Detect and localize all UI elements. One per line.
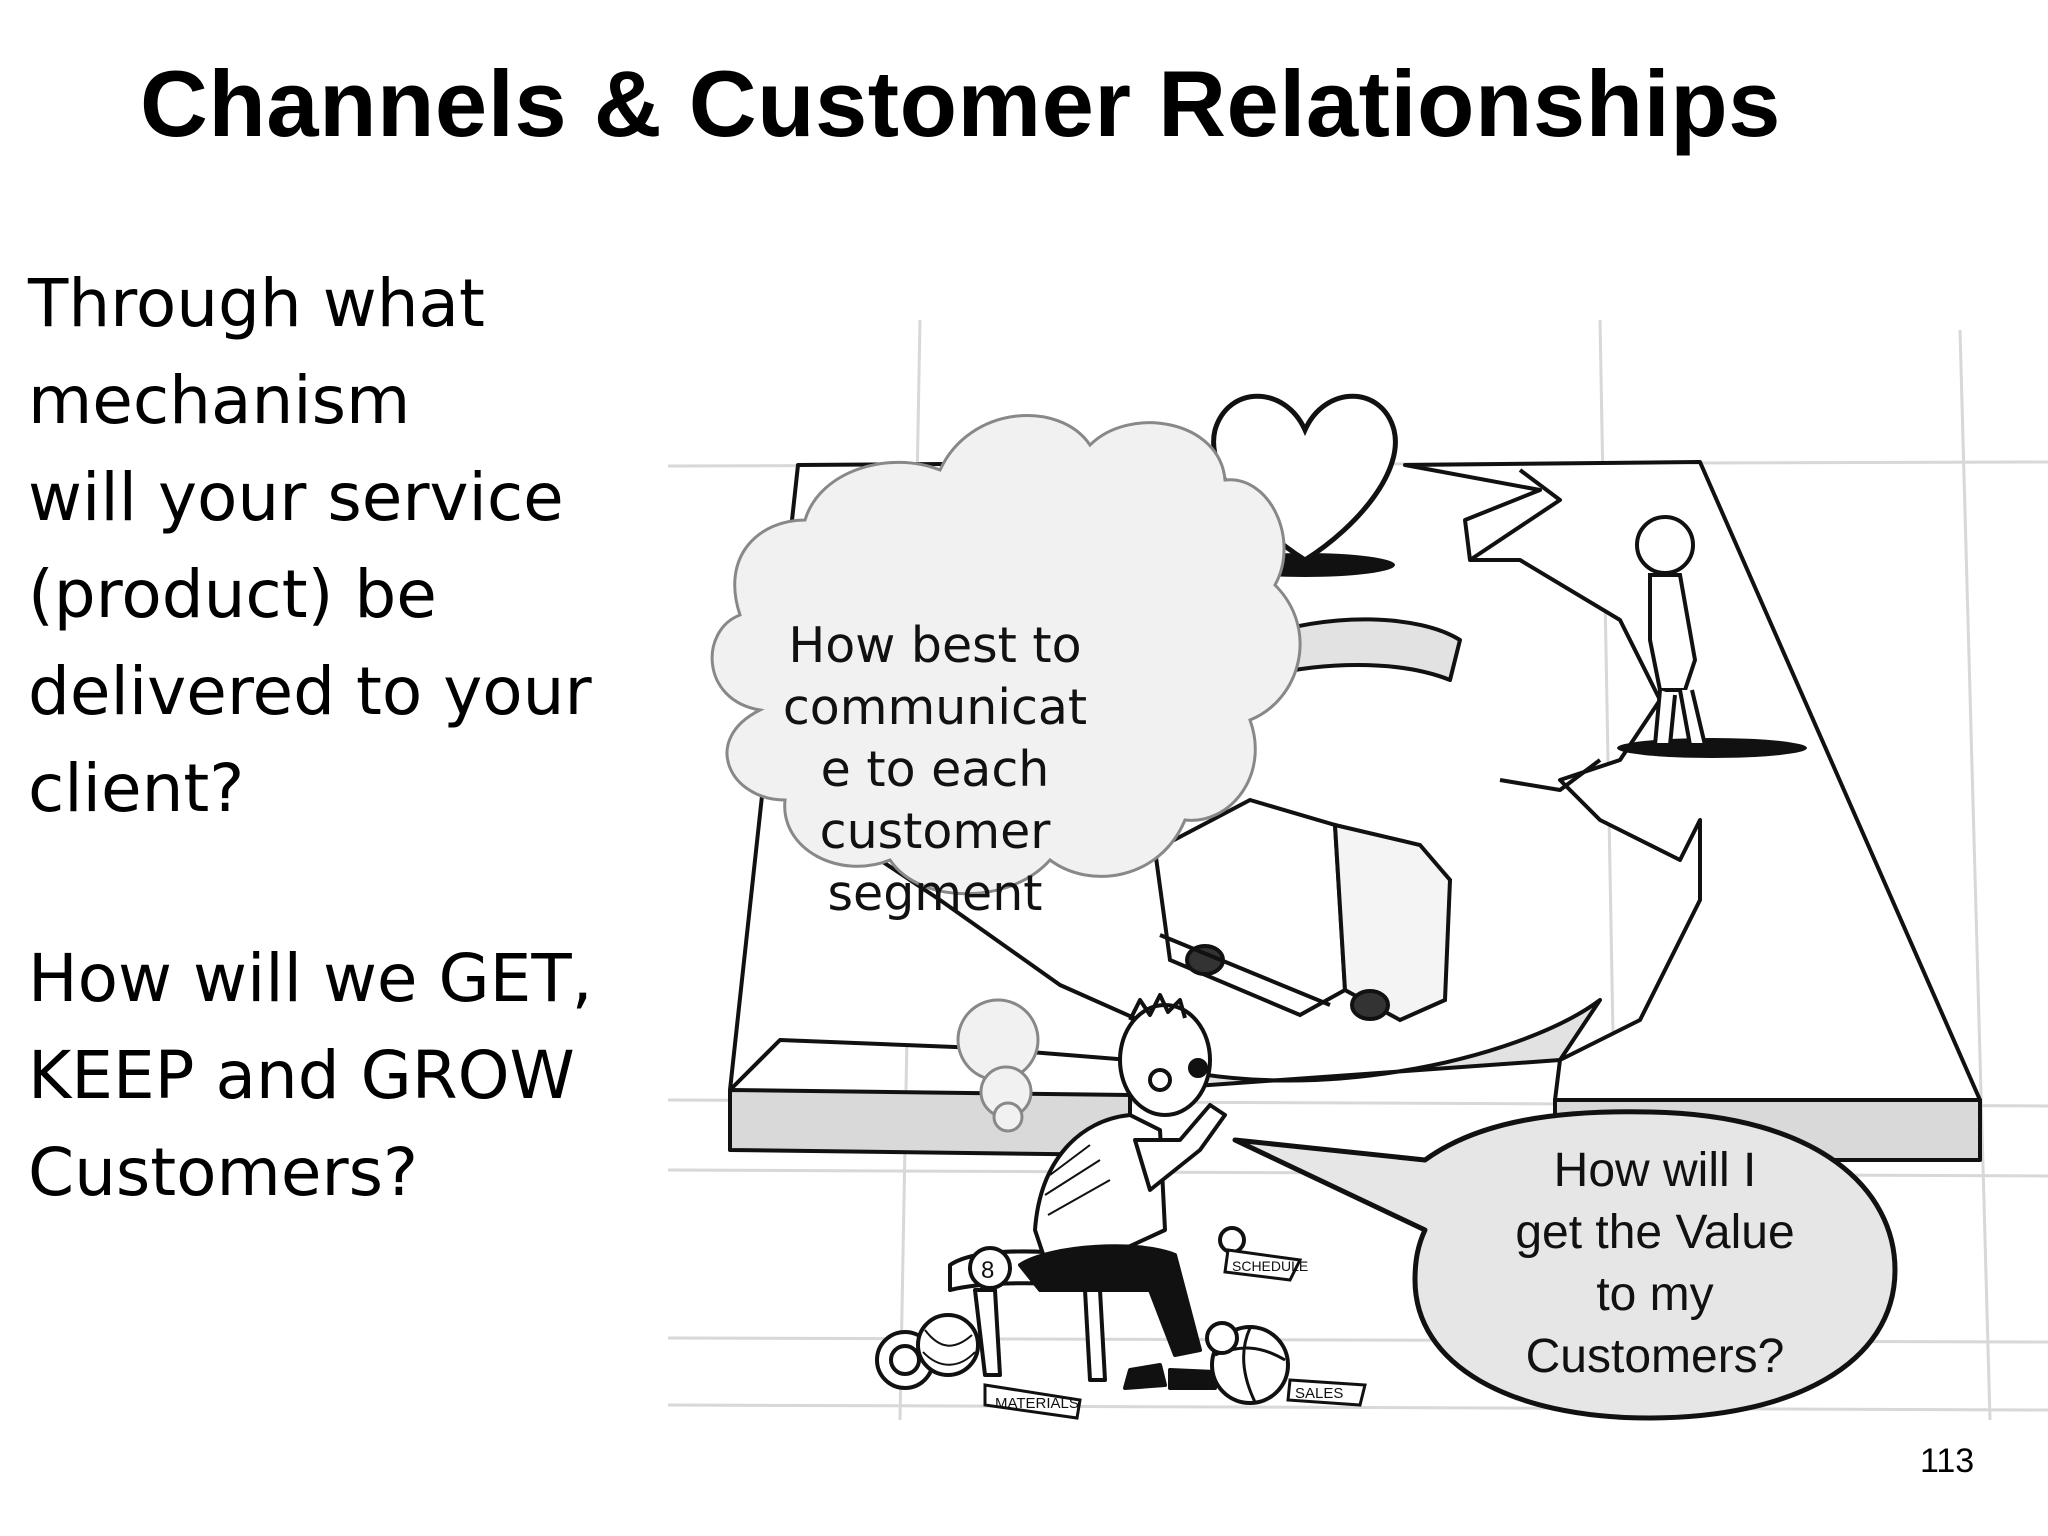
thought-line: e to each — [820, 741, 1050, 798]
body-line: client? — [28, 750, 245, 827]
body-line: (product) be — [28, 556, 437, 633]
speech-bubble-text: How will I get the Value to my Customers… — [1440, 1140, 1870, 1388]
thinking-man-icon: 8 — [948, 993, 1246, 1390]
thought-line: communicat — [782, 679, 1088, 736]
speech-line: Customers? — [1525, 1330, 1785, 1383]
sign-label: MATERIALS — [995, 1395, 1079, 1412]
customer-figure-icon — [1617, 515, 1807, 758]
thought-line: How best to — [788, 617, 1082, 674]
thought-line: customer — [819, 803, 1051, 860]
speech-bubble — [1232, 1109, 1898, 1421]
sign-label: SCHEDULE — [1232, 1258, 1308, 1274]
question-delivery: Through what mechanism will your service… — [28, 255, 648, 837]
thought-bubble-text: How best to communicat e to each custome… — [760, 615, 1110, 925]
truck-icon — [1152, 797, 1453, 1023]
thought-line: segment — [827, 865, 1043, 922]
body-line: Through what — [28, 265, 485, 342]
body-line: KEEP and GROW — [28, 1037, 575, 1114]
speech-line: to my — [1596, 1268, 1714, 1321]
svg-text:8: 8 — [981, 1257, 994, 1284]
speech-line: How will I — [1553, 1144, 1757, 1197]
canvas-illustration: 8 — [667, 319, 2048, 1421]
sign-label: SALES — [1295, 1385, 1343, 1402]
body-line: will your service — [28, 459, 564, 536]
body-line: Customers? — [28, 1134, 419, 1211]
page-number: 113 — [1920, 1442, 1975, 1480]
body-line: delivered to your — [28, 653, 592, 730]
thought-bubble — [710, 414, 1302, 1133]
props-icon — [875, 1248, 1367, 1420]
speech-line: get the Value — [1515, 1206, 1795, 1259]
body-line: How will we GET, — [28, 940, 593, 1017]
body-line: mechanism — [28, 362, 411, 439]
question-customers: How will we GET, KEEP and GROW Customers… — [28, 930, 648, 1221]
slide-title: Channels & Customer Relationships — [140, 51, 1781, 156]
